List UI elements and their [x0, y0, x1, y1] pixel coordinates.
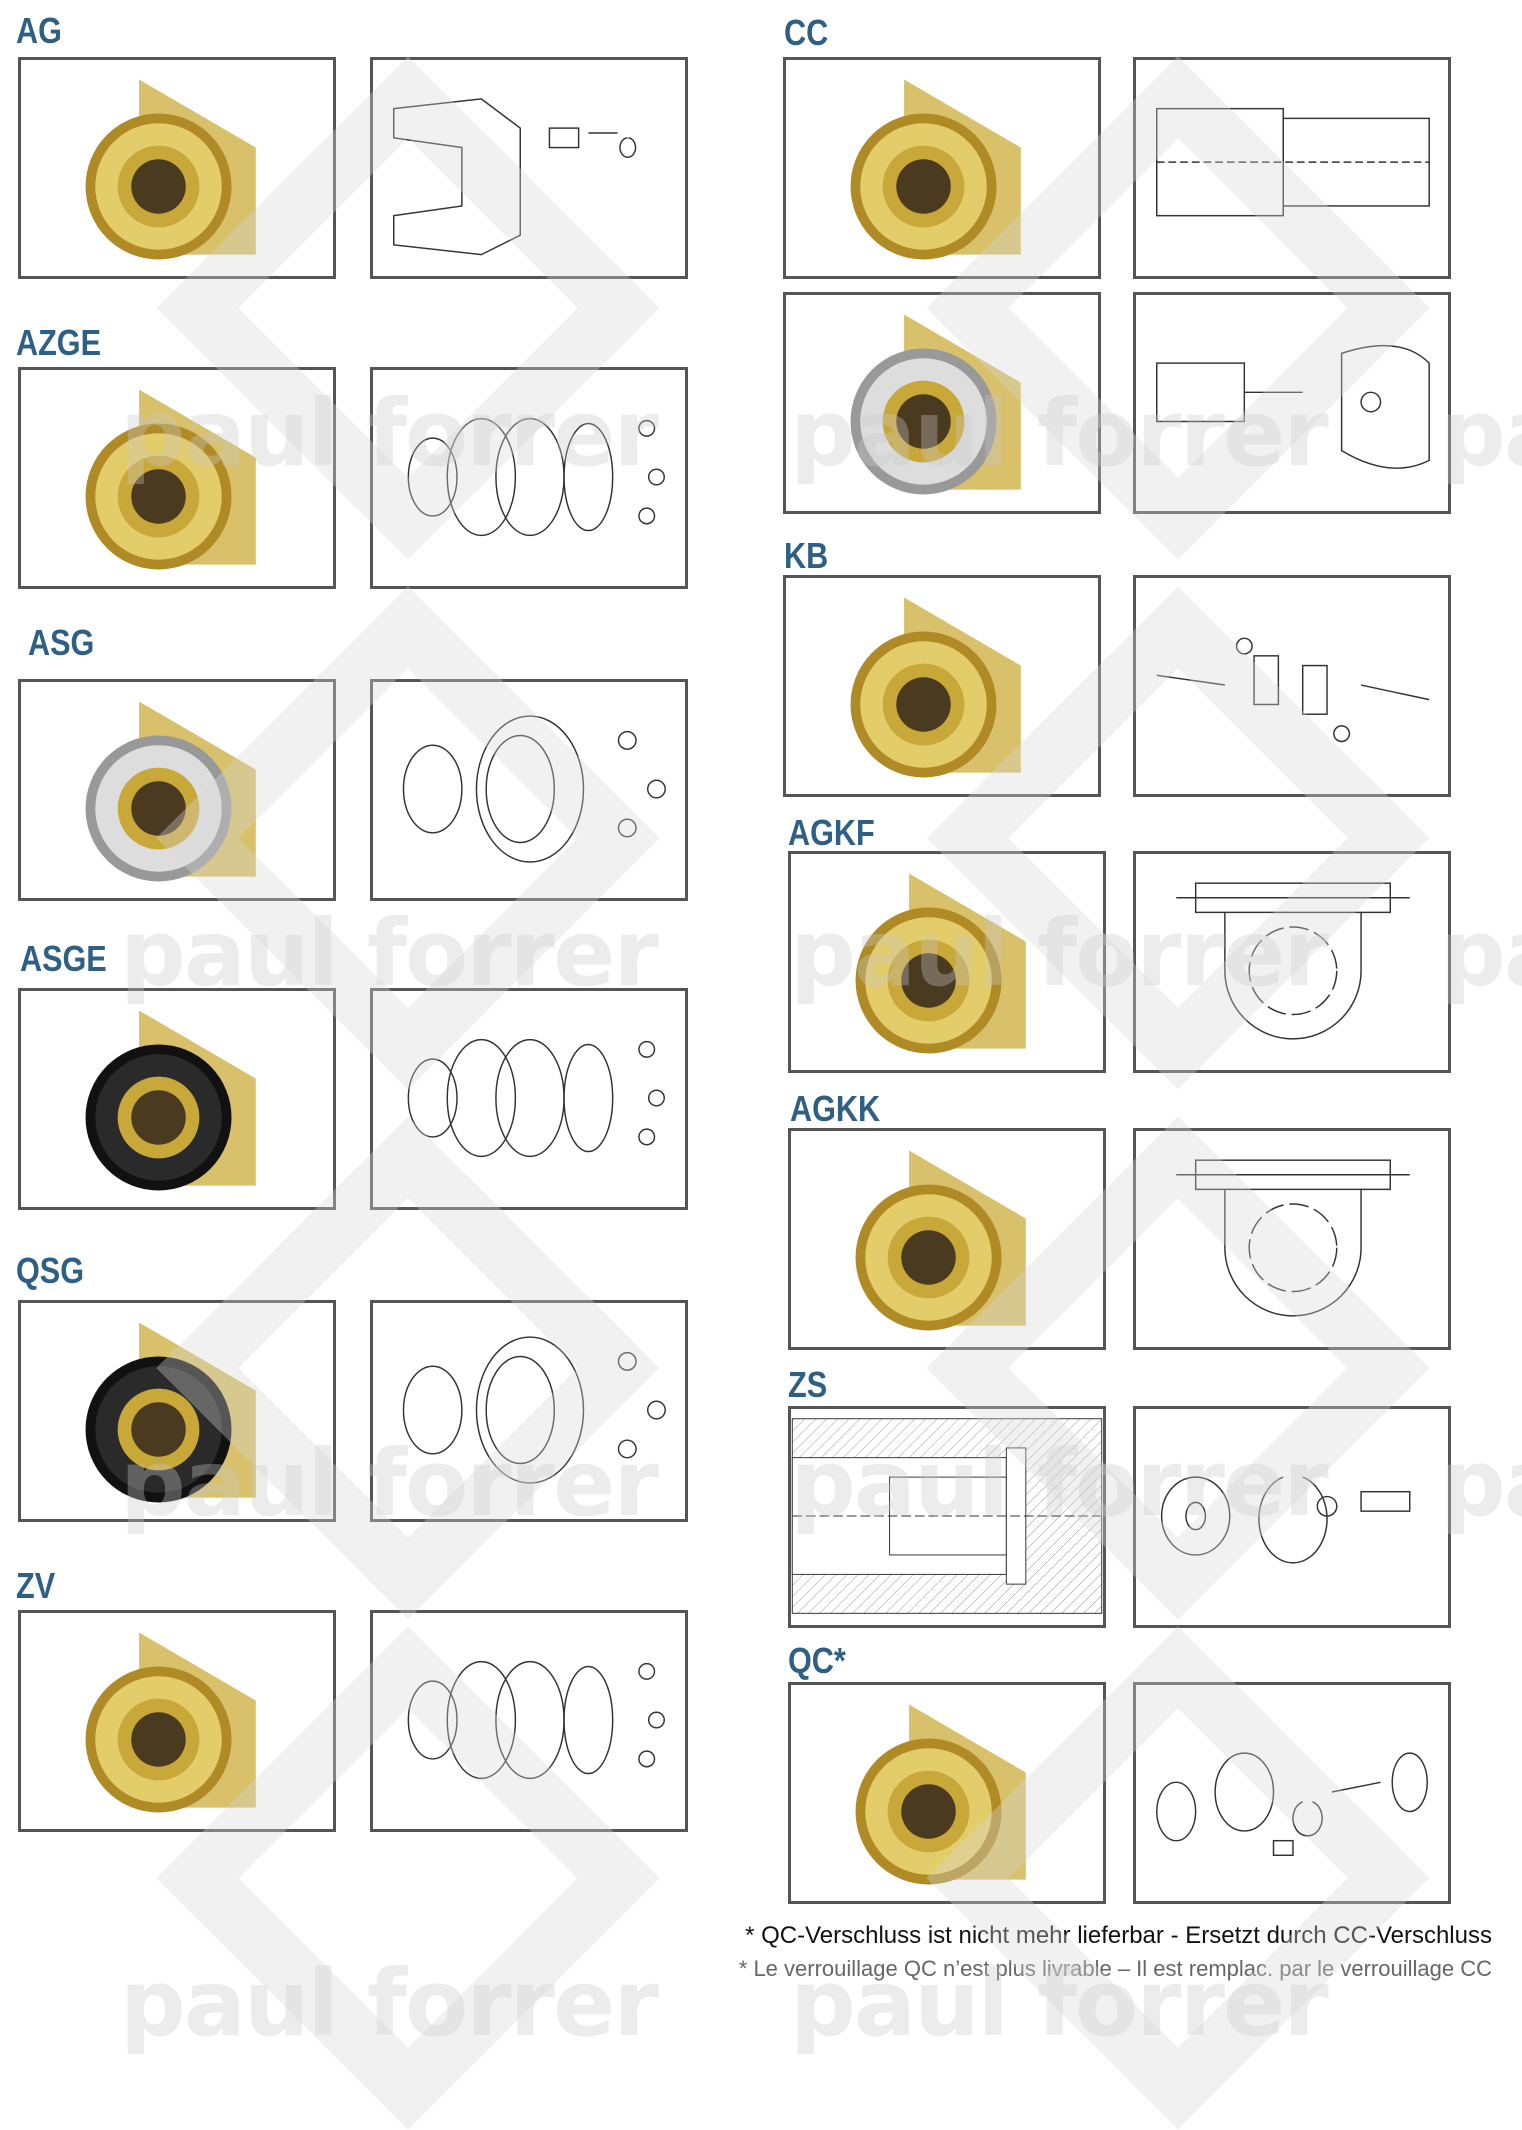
kb-exploded-drawing [1133, 575, 1451, 797]
cc-exploded-drawing [1133, 292, 1451, 514]
qc-exploded-drawing [1133, 1682, 1451, 1904]
section-title-azge: AZGE [16, 322, 102, 363]
cc-product-photo [783, 292, 1101, 514]
section-title-agkf: AGKF [788, 812, 875, 853]
cc-exploded-drawing [1133, 57, 1451, 279]
asg-product-photo [18, 679, 336, 901]
agkf-product-photo [788, 851, 1106, 1073]
asge-product-photo [18, 988, 336, 1210]
ag-exploded-drawing [370, 57, 688, 279]
zv-exploded-drawing [370, 1610, 688, 1832]
kb-product-photo [783, 575, 1101, 797]
cc-product-photo [783, 57, 1101, 279]
section-title-asge: ASGE [20, 938, 107, 979]
qsg-product-photo [18, 1300, 336, 1522]
azge-exploded-drawing [370, 367, 688, 589]
footnote-german: * QC-Verschluss ist nicht mehr lieferbar… [745, 1922, 1492, 1949]
section-title-zv: ZV [16, 1565, 56, 1606]
agkk-exploded-drawing [1133, 1128, 1451, 1350]
agkf-exploded-drawing [1133, 851, 1451, 1073]
section-title-qsg: QSG [16, 1250, 85, 1291]
section-title-cc: CC [784, 12, 829, 53]
agkk-product-photo [788, 1128, 1106, 1350]
section-title-qc: QC* [788, 1640, 846, 1681]
zs-exploded-drawing [1133, 1406, 1451, 1628]
section-title-ag: AG [16, 10, 62, 51]
azge-product-photo [18, 367, 336, 589]
ag-product-photo [18, 57, 336, 279]
zs-product-photo [788, 1406, 1106, 1628]
section-title-asg: ASG [28, 622, 95, 663]
section-title-zs: ZS [788, 1364, 828, 1405]
section-title-kb: KB [784, 535, 829, 576]
watermark-text: paul forrer [120, 1950, 659, 2057]
asg-exploded-drawing [370, 679, 688, 901]
zv-product-photo [18, 1610, 336, 1832]
qc-product-photo [788, 1682, 1106, 1904]
watermark-text: paul forrer [1440, 380, 1522, 487]
watermark-text: paul forrer [1440, 900, 1522, 1007]
section-title-agkk: AGKK [790, 1088, 881, 1129]
asge-exploded-drawing [370, 988, 688, 1210]
qsg-exploded-drawing [370, 1300, 688, 1522]
footnote-french: * Le verrouillage QC n’est plus livrable… [738, 1956, 1492, 1981]
watermark-text: paul forrer [1440, 1430, 1522, 1537]
